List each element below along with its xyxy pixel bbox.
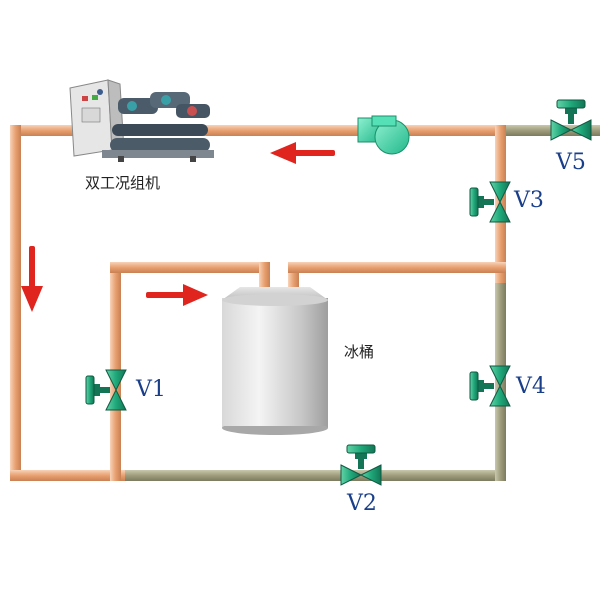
valve-v4-label: V4: [516, 374, 546, 399]
inner-top-right-copper-pipe: [288, 262, 506, 273]
arrow-down-icon: [21, 246, 43, 312]
valve-v1-label: V1: [136, 377, 166, 402]
valve-v2-label: V2: [347, 491, 377, 516]
tank-outlet-pipe: [288, 262, 299, 300]
tank-label: 冰桶: [344, 343, 375, 361]
top-copper-pipe: [10, 125, 506, 136]
flow-arrows: [21, 142, 335, 312]
bottom-left-copper-pipe: [10, 470, 125, 481]
arrow-left-icon: [270, 142, 335, 164]
chiller-label: 双工况组机: [85, 174, 161, 192]
valve-v3-label: V3: [514, 188, 544, 213]
pump-icon: [357, 115, 410, 155]
left-copper-pipe: [10, 125, 21, 481]
arrow-right-icon: [146, 284, 208, 306]
chiller-unit-icon: [69, 79, 214, 162]
bottom-steel-pipe: [120, 470, 506, 481]
valve-v5-label: V5: [556, 150, 586, 175]
tank-inlet-pipe: [259, 262, 270, 300]
inner-top-left-copper-pipe: [110, 262, 270, 273]
ice-tank-icon: [222, 287, 328, 435]
steel-pipes: [120, 125, 600, 481]
